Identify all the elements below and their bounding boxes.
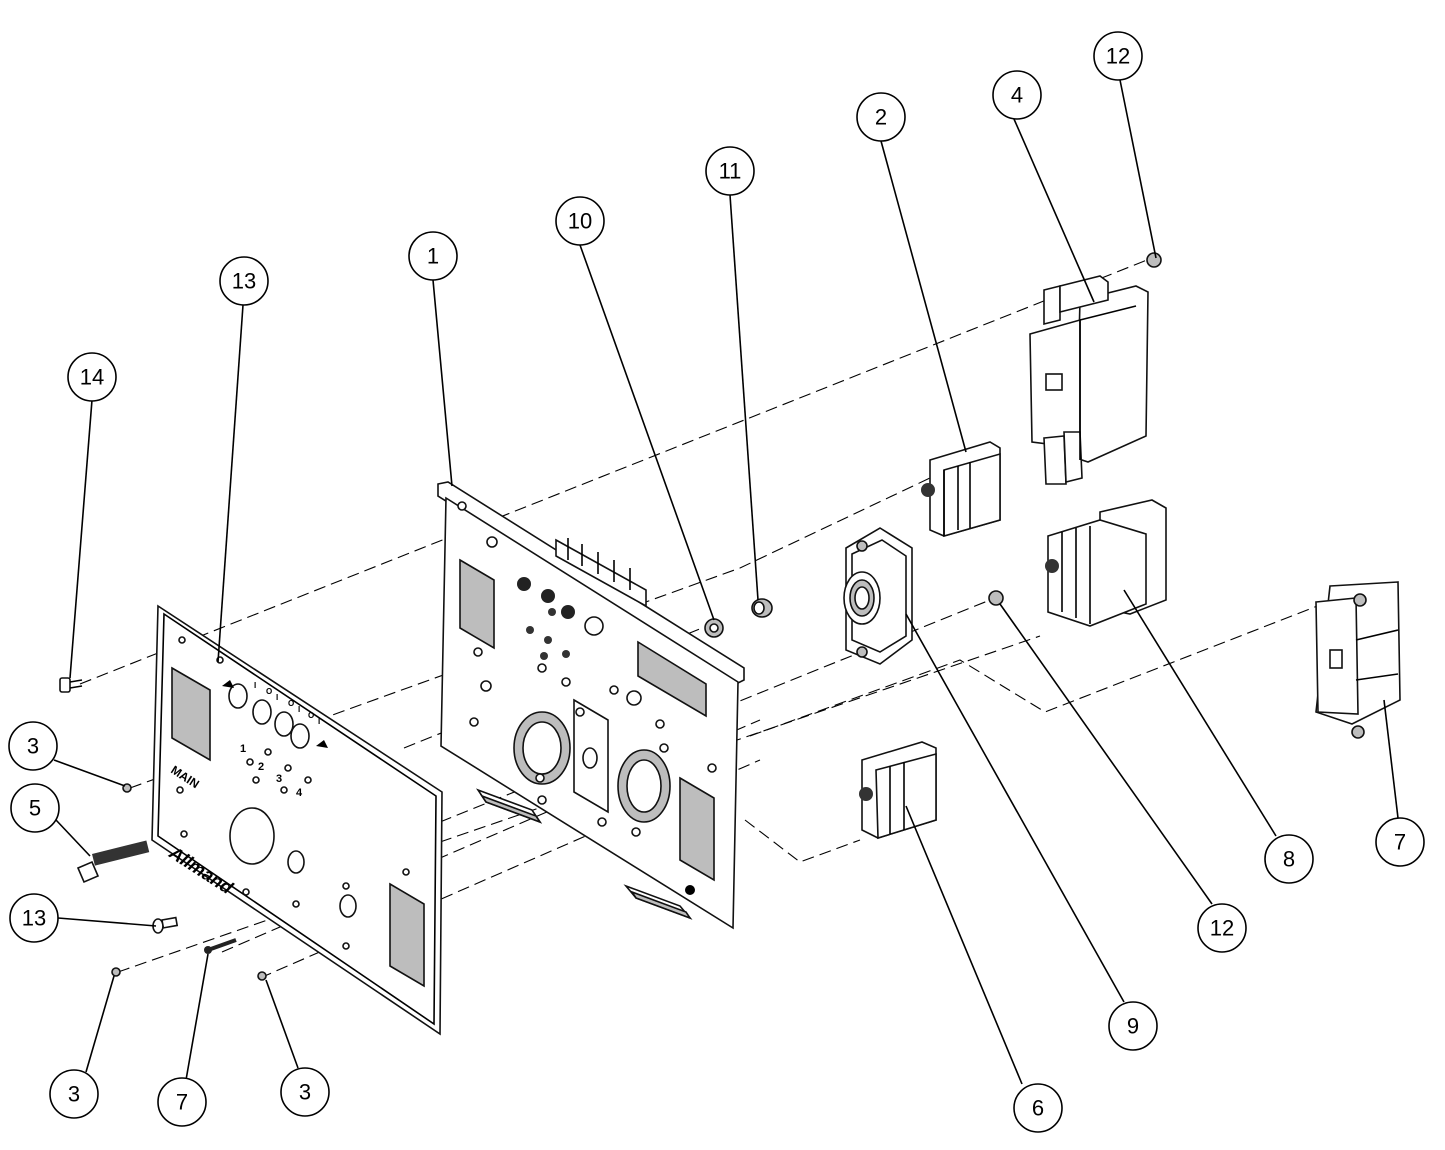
screw-3-bottom-left [111, 967, 121, 977]
switch-mark-6: O [308, 711, 314, 720]
breaker-2-part [921, 441, 1001, 538]
callout-5-label: 5 [29, 796, 41, 821]
callout-7-right-label: 7 [1394, 830, 1406, 855]
main-breaker-part [1029, 275, 1149, 485]
indicator-light-icon [222, 680, 234, 688]
callout-3-left-label: 3 [27, 734, 39, 759]
callout-1: 1 [408, 231, 458, 281]
switch-mark-1: I [254, 681, 256, 690]
callout-12-top-label: 12 [1106, 44, 1130, 69]
callout-5: 5 [10, 783, 60, 833]
breaker-block-8-part [1045, 499, 1167, 627]
callout-6: 6 [1013, 1083, 1063, 1133]
callout-3-bottom-right: 3 [280, 1067, 330, 1117]
circuit-number-2: 2 [258, 761, 264, 773]
switch-mark-4: O [288, 699, 294, 708]
fasteners [59, 252, 1162, 981]
spacer-11 [751, 598, 773, 618]
callout-9-label: 9 [1127, 1014, 1139, 1039]
callout-9: 9 [1108, 1001, 1158, 1051]
callout-7-right: 7 [1375, 817, 1425, 867]
rear-breaker-stack [555, 538, 647, 608]
callout-3-bottom-left: 3 [49, 1069, 99, 1119]
circuit-number-4: 4 [296, 787, 303, 799]
circuit-number-1: 1 [240, 743, 246, 755]
callout-2: 2 [856, 92, 906, 142]
nut-10 [704, 618, 724, 638]
callout-13-bottom-label: 13 [22, 906, 46, 931]
callout-3-bottom-right-label: 3 [299, 1080, 311, 1105]
screw-3-bottom-right [257, 971, 267, 981]
indicator-light-icon-2 [316, 740, 328, 748]
screw-14 [59, 677, 83, 693]
switch-mark-2: O [266, 687, 272, 696]
screw-13-lower [152, 916, 179, 934]
switch-mark-7: I [318, 717, 320, 726]
leader-lines [53, 79, 1399, 1085]
receptacle-9-part [843, 527, 913, 665]
callout-4: 4 [992, 70, 1042, 120]
callout-2-label: 2 [875, 105, 887, 130]
callout-1-label: 1 [427, 244, 439, 269]
screw-7-lower [204, 938, 237, 954]
callouts: 1 2 3 3 3 4 5 6 [8, 31, 1425, 1133]
main-panel-part [437, 481, 745, 930]
callout-13-top-label: 13 [232, 269, 256, 294]
gfci-receptacle-7-part [1315, 581, 1401, 739]
callout-14: 14 [67, 352, 117, 402]
callout-14-label: 14 [80, 365, 104, 390]
callout-12-bottom: 12 [1197, 903, 1247, 953]
breaker-6-part [859, 741, 937, 840]
callout-7-bottom: 7 [157, 1077, 207, 1127]
callout-8-label: 8 [1283, 847, 1295, 872]
callout-4-label: 4 [1011, 83, 1023, 108]
callout-7-bottom-label: 7 [176, 1090, 188, 1115]
callout-6-label: 6 [1032, 1096, 1044, 1121]
bolt-5 [76, 840, 150, 884]
callout-10: 10 [555, 196, 605, 246]
indicator-knobs [517, 577, 575, 660]
callout-12-bottom-label: 12 [1210, 916, 1234, 941]
callout-13-top: 13 [219, 256, 269, 306]
switch-mark-3: I [276, 693, 278, 702]
callout-11-label: 11 [719, 159, 742, 184]
switch-mark-5: I [298, 705, 300, 714]
callout-13-bottom: 13 [9, 893, 59, 943]
callout-10-label: 10 [568, 209, 592, 234]
callout-3-left: 3 [8, 721, 58, 771]
callout-3-bottom-left-label: 3 [68, 1082, 80, 1107]
callout-8: 8 [1264, 834, 1314, 884]
nut-12-lower [988, 590, 1004, 606]
callout-12-top: 12 [1093, 31, 1143, 81]
nut-12-upper [1146, 252, 1162, 268]
front-decal-panel: MAIN Allmand 1 2 3 4 I O I O I O I [151, 604, 443, 1036]
callout-11: 11 [705, 146, 755, 196]
circuit-number-3: 3 [276, 773, 282, 785]
